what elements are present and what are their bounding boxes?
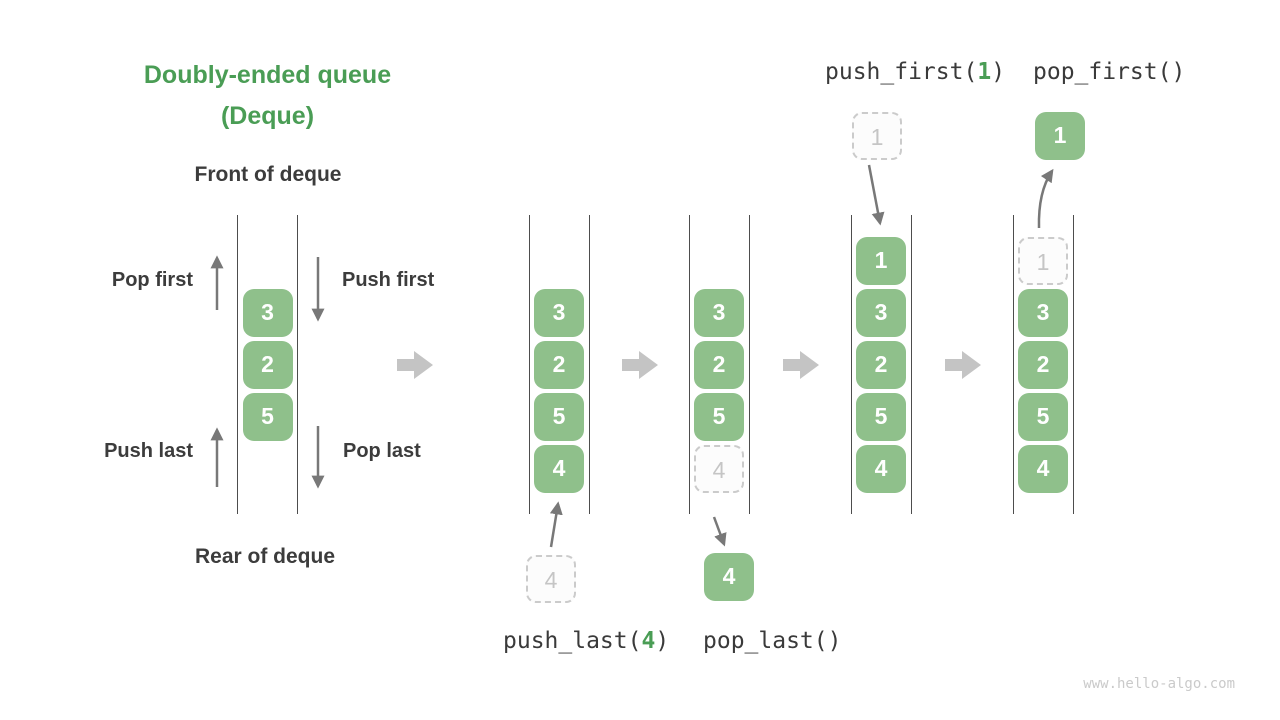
push-first-label: Push first [342,269,435,291]
deque-after-pop-last-external-cell-4: 4 [704,553,754,601]
deque-after-pop-first-cell-2: 2 [1018,341,1068,389]
deque-initial-container [237,215,298,514]
deque-after-pop-last-container [688,215,750,514]
deque-after-push-last-cell-4: 4 [534,445,584,493]
op-text: ) [991,59,1006,85]
op-text: push_last( [503,628,642,654]
deque-after-push-first-cell-4: 4 [856,445,906,493]
title-line-2: (Deque) [220,102,315,130]
op-text: pop_first() [1033,59,1186,85]
pop-last-op-label: pop_last() [703,628,841,654]
title-line-1: Doubly-ended queue [143,61,392,89]
deque-after-push-last-container [528,215,590,514]
deque-after-push-last-cell-3: 3 [534,289,584,337]
deque-after-push-last-cell-2: 2 [534,341,584,389]
deque-after-push-last-external-cell-4: 4 [526,555,576,603]
deque-after-push-first-container [850,215,912,514]
op-text: push_first( [825,59,978,85]
op-text: pop_last() [703,628,842,654]
deque-initial-cell-3: 3 [242,289,293,337]
deque-after-pop-last-cell-5: 5 [694,393,744,441]
deque-after-pop-last-cell-2: 2 [694,341,744,389]
pop-last-label: Pop last [343,440,421,462]
deque-after-pop-first-container [1012,215,1074,514]
deque-after-pop-first-cell-5: 5 [1018,393,1068,441]
op-text: ) [655,628,670,654]
push-first-op-label: push_first(1) [825,59,1005,85]
deque-after-push-first-cell-3: 3 [856,289,906,337]
rear-of-deque-label: Rear of deque [194,545,336,568]
diagram-title: Doubly-ended queue (Deque) [85,55,450,137]
deque-after-push-first-external-cell-1: 1 [852,112,902,160]
deque-after-push-last-cell-5: 5 [534,393,584,441]
deque-after-pop-first-cell-3: 3 [1018,289,1068,337]
op-arg: 1 [977,59,992,85]
deque-after-pop-first-cell-4: 4 [1018,445,1068,493]
deque-after-pop-last-cell-3: 3 [694,289,744,337]
deque-after-pop-first-external-cell-1: 1 [1035,112,1085,160]
deque-initial-cell-5: 5 [242,393,293,441]
deque-after-push-first-cell-5: 5 [856,393,906,441]
deque-after-push-first-cell-1: 1 [856,237,906,285]
push-last-label: Push last [104,440,193,462]
watermark: www.hello-algo.com [1083,676,1235,692]
pop-first-label: Pop first [111,269,193,291]
pop-first-op-label: pop_first() [1033,59,1185,85]
deque-after-pop-first-cell-1: 1 [1018,237,1068,285]
front-of-deque-label: Front of deque [194,163,342,186]
deque-after-push-first-cell-2: 2 [856,341,906,389]
op-arg: 4 [641,628,656,654]
deque-initial-cell-2: 2 [242,341,293,389]
deque-after-pop-last-cell-4: 4 [694,445,744,493]
push-last-op-label: push_last(4) [503,628,669,654]
